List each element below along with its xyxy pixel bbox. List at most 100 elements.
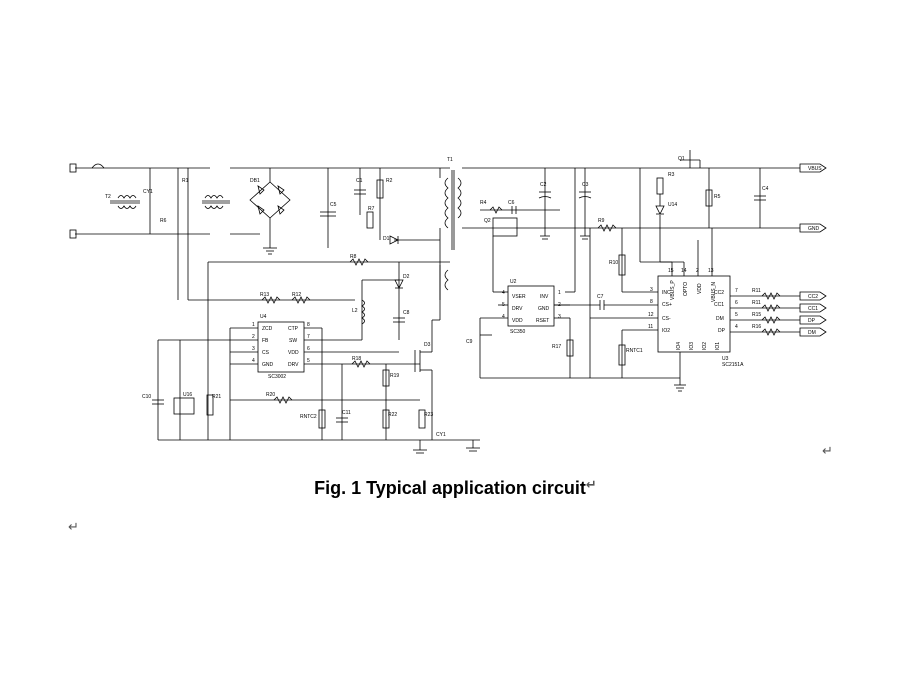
u3-pin-top-3: VDD	[697, 283, 703, 294]
u2-num-3: 4	[502, 314, 505, 320]
label-Q2: Q2	[484, 218, 491, 224]
return-mark-icon: ↵	[822, 444, 833, 459]
label-R18: R18	[352, 356, 361, 362]
label-U16: U16	[183, 392, 192, 398]
u3-num-top-1: 15	[668, 268, 674, 274]
u3-name: SC2151A	[722, 362, 744, 368]
u4-pin-sw: SW	[289, 338, 297, 344]
label-R11a: R11	[752, 288, 761, 294]
label-C7: C7	[597, 294, 604, 300]
u3-pin-left-3: CS-	[662, 316, 671, 322]
u3-num-right-4: 4	[735, 324, 738, 330]
label-C6: C6	[508, 200, 515, 206]
label-R9: R9	[598, 218, 605, 224]
u3-num-left-4: 11	[648, 324, 653, 330]
label-C11: C11	[342, 410, 351, 416]
label-C8: C8	[403, 310, 410, 316]
label-R11b: R11	[752, 300, 761, 306]
label-C3: C3	[582, 182, 589, 188]
label-R20: R20	[266, 392, 275, 398]
u4-pin-ctp: CTP	[288, 326, 299, 332]
u4-num-1: 1	[252, 322, 255, 328]
u4-num-5: 5	[307, 358, 310, 364]
u3-pin-bottom-3: IO2	[702, 342, 708, 350]
u3-pin-left-1: INC	[662, 290, 671, 296]
u4-num-2: 2	[252, 334, 255, 340]
label-VBUS: VBUS	[808, 166, 822, 172]
label-C4: C4	[762, 186, 769, 192]
u3-pin-top-2: OPTO	[683, 282, 689, 296]
label-RNTC1: RNTC1	[626, 348, 643, 354]
label-CY1-secondary: CY1	[436, 432, 446, 438]
label-R23: R23	[424, 412, 433, 418]
u4-num-4: 4	[252, 358, 255, 364]
label-C5: C5	[330, 202, 337, 208]
label-CC2: CC2	[808, 294, 818, 300]
u3-num-top-2: 14	[681, 268, 687, 274]
label-Q1: Q1	[678, 156, 685, 162]
u3-num-right-2: 6	[735, 300, 738, 306]
label-R7: R7	[368, 206, 375, 212]
u2-pin-inv: INV	[540, 294, 549, 300]
u3-pin-right-4: DP	[718, 328, 726, 334]
label-DM: DM	[808, 330, 816, 336]
label-DB1: DB1	[250, 178, 260, 184]
u3-pin-bottom-2: IO3	[689, 342, 695, 350]
label-R13: R13	[260, 292, 269, 298]
label-C10: C10	[142, 394, 151, 400]
figure-caption: Fig. 1 Typical application circuit↵	[0, 478, 900, 499]
label-D3: D3	[424, 342, 431, 348]
label-T1: T1	[447, 157, 453, 163]
label-D1: D1	[383, 236, 390, 242]
u4-num-3: 3	[252, 346, 255, 352]
u2-num-2: 2	[558, 302, 561, 308]
u3-pin-top-1: VBUS_P	[670, 280, 676, 300]
u2-num-6: 3	[558, 314, 561, 320]
label-R5: R5	[714, 194, 721, 200]
u3-num-top-3: 2	[696, 268, 699, 274]
u3-pin-right-2: CC1	[714, 302, 724, 308]
u4-num-7: 7	[307, 334, 310, 340]
label-R12: R12	[292, 292, 301, 298]
label-R21: R21	[212, 394, 221, 400]
u2-pin-gnd: GND	[538, 306, 550, 312]
label-R4: R4	[480, 200, 487, 206]
label-R19: R19	[390, 373, 399, 379]
label-DP: DP	[808, 318, 816, 324]
label-R2: R2	[386, 178, 393, 184]
label-CC1: CC1	[808, 306, 818, 312]
u2-num-1: 1	[558, 290, 561, 296]
return-mark-icon: ↵	[585, 478, 597, 493]
label-CY1: CY1	[143, 189, 153, 195]
u2-pin-drv: DRV	[512, 306, 523, 312]
u2-name: SC350	[510, 329, 526, 335]
label-R17: R17	[552, 344, 561, 350]
label-T2: T2	[105, 194, 111, 200]
u3-num-right-3: 5	[735, 312, 738, 318]
caption-text: Fig. 1 Typical application circuit	[314, 478, 586, 498]
label-D2: D2	[403, 274, 410, 280]
u3-num-top-4: 13	[708, 268, 714, 274]
u4-pin-zcd: ZCD	[262, 326, 273, 332]
label-U3: U3	[722, 356, 729, 362]
label-R16: R16	[752, 324, 761, 330]
label-R1: R1	[182, 178, 189, 184]
label-C1: C1	[356, 178, 363, 184]
u4-num-8: 8	[307, 322, 310, 328]
label-R22: R22	[388, 412, 397, 418]
u4-pin-vdd: VDD	[288, 350, 299, 356]
u3-num-left-3: 12	[648, 312, 654, 318]
label-GND: GND	[808, 226, 820, 232]
u4-name: SC3002	[268, 374, 286, 380]
u3-pin-bottom-1: IO4	[676, 342, 682, 350]
u3-num-right-1: 7	[735, 288, 738, 294]
u2-pin-rset: RSET	[536, 318, 549, 324]
u2-num-4: 4	[502, 290, 505, 296]
u2-pin-vser: VSER	[512, 294, 526, 300]
label-U2: U2	[510, 279, 517, 285]
u3-pin-right-3: DM	[716, 316, 724, 322]
u4-pin-cs: CS	[262, 350, 270, 356]
u2-pin-vdd: VDD	[512, 318, 523, 324]
u3-pin-left-4: IO2	[662, 328, 670, 334]
return-mark-icon: ↵	[68, 520, 79, 535]
